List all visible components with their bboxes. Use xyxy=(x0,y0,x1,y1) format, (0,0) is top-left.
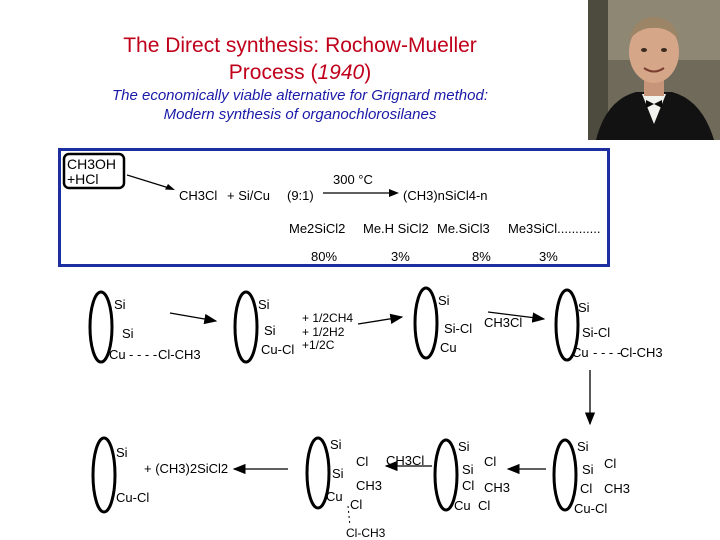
s6-si-2: Si xyxy=(462,462,474,477)
surface-stage-3: Si Si-Cl Cu CH3Cl xyxy=(413,286,522,360)
surface-disc-5 xyxy=(552,438,578,512)
product-1-percent: 80% xyxy=(311,249,337,264)
product-3-percent: 8% xyxy=(472,249,491,264)
s8-product: + (CH3)2SiCl2 xyxy=(144,461,228,476)
byproduct-h2: + 1/2H2 xyxy=(302,325,345,339)
reaction-scheme-box: CH3OH +HCl CH3Cl + Si/Cu (9:1) 300 °C (C… xyxy=(58,148,610,267)
s7-cl-1: Cl xyxy=(356,454,368,469)
source-box xyxy=(62,152,126,190)
slide-title: The Direct synthesis: Rochow-Mueller Pro… xyxy=(40,32,560,86)
s5-cl-1: Cl xyxy=(604,456,616,471)
s2-cu-cl: Cu-Cl xyxy=(261,342,294,357)
surface-stage-4: Si Si-Cl Cu - - - - Cl-CH3 xyxy=(554,288,663,362)
surface-stage-1: Si Si Cu - - - - Cl-CH3 xyxy=(88,290,201,364)
source-methanol: CH3OH xyxy=(67,156,116,172)
s4-dash: - - - - xyxy=(593,345,621,360)
s3-si-top: Si xyxy=(438,293,450,308)
product-2-name: Me.H SiCl2 xyxy=(363,221,429,236)
s4-si-top: Si xyxy=(578,300,590,315)
s3-cu: Cu xyxy=(440,340,457,355)
s1-dash: - - - - xyxy=(129,347,157,362)
s7-si-2: Si xyxy=(332,466,344,481)
reagent-ch3cl: CH3Cl xyxy=(484,315,522,330)
subtitle-line-2: Modern synthesis of organochlorosilanes xyxy=(163,106,437,123)
slide-subtitle: The economically viable alternative for … xyxy=(40,86,560,124)
subtitle-line-1: The economically viable alternative for … xyxy=(111,87,489,104)
arrow-3-4 xyxy=(487,311,546,323)
product-4-percent: 3% xyxy=(539,249,558,264)
s6-cl-3: Cl xyxy=(478,498,490,513)
s4-cu: Cu xyxy=(572,345,589,360)
s4-si-cl: Si-Cl xyxy=(582,325,610,340)
s3-si-cl: Si-Cl xyxy=(444,321,472,336)
s6-cl-2: Cl xyxy=(462,478,474,493)
product-3-name: Me.SiCl3 xyxy=(437,221,490,236)
ratio-label: (9:1) xyxy=(287,188,314,203)
s6-cu: Cu xyxy=(454,498,471,513)
s7-si-top: Si xyxy=(330,437,342,452)
s8-si: Si xyxy=(116,445,128,460)
s8-cu-cl: Cu-Cl xyxy=(116,490,149,505)
surface-stage-7: Si Si Cl CH3 Cu Cl Cl-CH3 xyxy=(305,436,386,540)
surface-disc-1 xyxy=(88,290,114,364)
surface-stage-2: Si Si Cu-Cl + 1/2CH4 + 1/2H2 +1/2C xyxy=(233,290,353,364)
reaction-arrowhead-icon xyxy=(389,189,399,197)
title-line-2: Process (1940) xyxy=(40,59,560,86)
arrow-2-3 xyxy=(357,313,404,325)
title-line-1: The Direct synthesis: Rochow-Mueller xyxy=(123,34,477,57)
s5-si-2: Si xyxy=(582,462,594,477)
arrow-1-2 xyxy=(169,312,218,325)
s5-cl-2: Cl xyxy=(580,481,592,496)
s7-cu: Cu xyxy=(326,489,343,504)
source-arrowhead-icon xyxy=(165,184,175,190)
portrait-photo-icon xyxy=(588,0,720,140)
surface-disc-2 xyxy=(233,290,259,364)
source-hcl: +HCl xyxy=(67,171,99,187)
product-2-percent: 3% xyxy=(391,249,410,264)
s2-si-mid: Si xyxy=(264,323,276,338)
product-formula: (CH3)nSiCl4-n xyxy=(403,188,488,203)
surface-disc-3 xyxy=(413,286,439,360)
s7-cl-2: Cl xyxy=(350,497,362,512)
byproduct-ch4: + 1/2CH4 xyxy=(302,311,353,325)
s6-si-top: Si xyxy=(458,439,470,454)
s1-cu: Cu xyxy=(109,347,126,362)
title-suffix: ) xyxy=(364,61,372,84)
surface-stage-8: Si + (CH3)2SiCl2 Cu-Cl xyxy=(91,436,228,514)
s7-cl-ch3: Cl-CH3 xyxy=(346,526,386,540)
temperature-label: 300 °C xyxy=(333,172,373,187)
product-4-name: Me3SiCl............ xyxy=(508,221,600,236)
reactant-ch3cl: CH3Cl xyxy=(179,188,217,203)
s2-si-top: Si xyxy=(258,297,270,312)
mechanism-diagram: Si Si Cu - - - - Cl-CH3 Si Si Cu-Cl + 1/… xyxy=(88,286,663,540)
s7-ch3: CH3 xyxy=(356,478,382,493)
surface-stage-5: Si Si Cl Cl CH3 Cu-Cl xyxy=(552,438,630,516)
surface-stage-6: Si Si Cl Cl CH3 Cu Cl CH3Cl xyxy=(386,438,510,513)
surface-disc-4 xyxy=(554,288,580,362)
s5-ch3: CH3 xyxy=(604,481,630,496)
s1-si-mid: Si xyxy=(122,326,134,341)
byproduct-c: +1/2C xyxy=(302,338,335,352)
title-prefix: Process ( xyxy=(228,61,318,84)
surface-disc-7 xyxy=(305,436,331,510)
s1-cl-ch3: Cl-CH3 xyxy=(158,347,201,362)
s6-cl-1: Cl xyxy=(484,454,496,469)
surface-disc-6 xyxy=(433,438,459,512)
product-1-name: Me2SiCl2 xyxy=(289,221,345,236)
s7-dash xyxy=(347,505,351,527)
reactant-si-cu: + Si/Cu xyxy=(227,188,270,203)
title-year: 1940 xyxy=(317,61,365,84)
s5-cu-cl: Cu-Cl xyxy=(574,501,607,516)
surface-disc-8 xyxy=(91,436,117,514)
s4-cl-ch3: Cl-CH3 xyxy=(620,345,663,360)
s6-ch3: CH3 xyxy=(484,480,510,495)
source-arrow xyxy=(126,174,170,189)
s1-si-top: Si xyxy=(114,297,126,312)
reaction-scheme: CH3OH +HCl CH3Cl + Si/Cu (9:1) 300 °C (C… xyxy=(62,152,600,264)
s5-si-top: Si xyxy=(577,439,589,454)
